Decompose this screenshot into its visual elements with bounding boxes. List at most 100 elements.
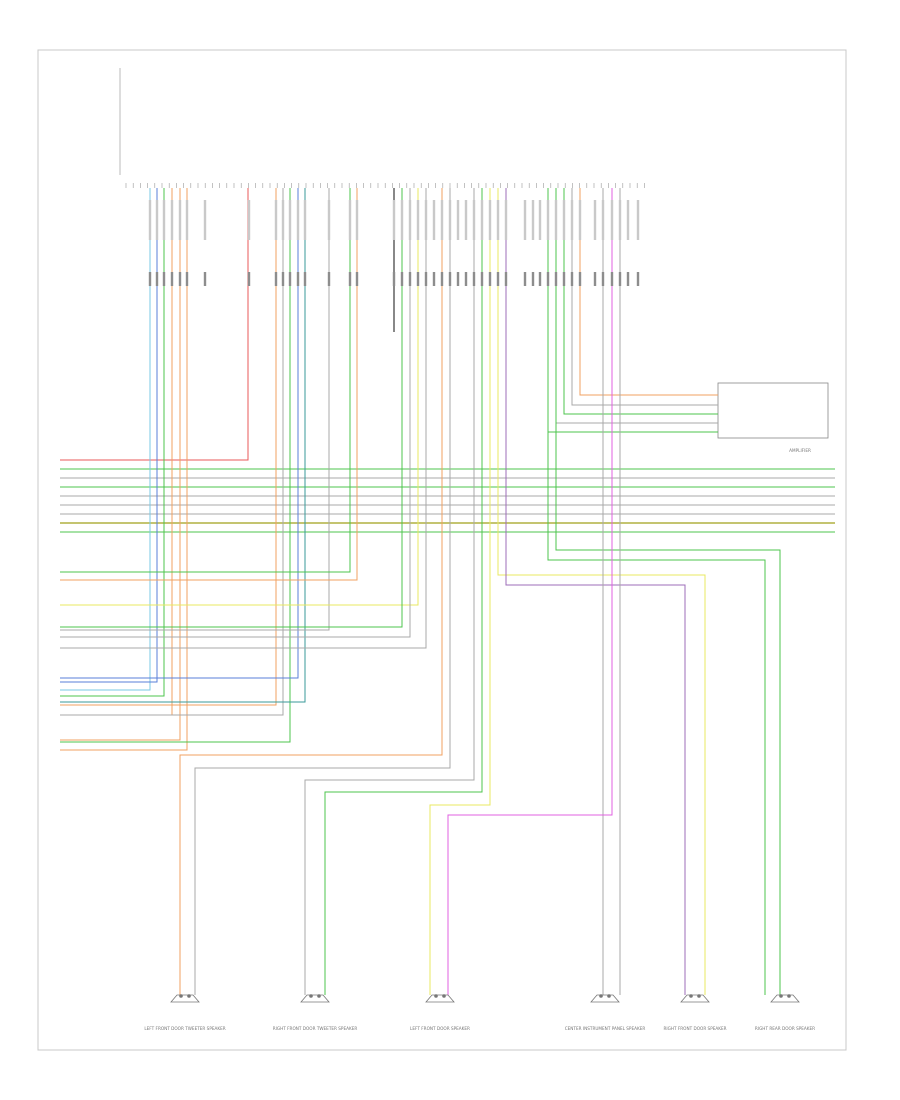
speaker-icon <box>680 994 710 1003</box>
wire-id-label <box>408 272 412 286</box>
wire-id-label <box>392 272 396 286</box>
wire-id-label <box>424 200 428 240</box>
wire-amp <box>563 188 718 415</box>
wire-id-label <box>408 200 412 240</box>
wire-left-drop <box>60 188 173 716</box>
wire-id-label <box>416 200 420 240</box>
wire-mid-drop <box>60 188 284 716</box>
wire-rr-spk <box>555 188 781 995</box>
wire-id-label <box>601 200 605 240</box>
wire-id-label <box>472 272 476 286</box>
wire-id-label <box>554 200 558 240</box>
wire-id-label <box>496 272 500 286</box>
wire-rf-spk <box>497 188 706 995</box>
speaker-terminal <box>697 994 701 998</box>
speaker: RIGHT REAR DOOR SPEAKER <box>755 994 815 1031</box>
speaker-caption: RIGHT FRONT DOOR TWEETER SPEAKER <box>273 1026 358 1031</box>
wire-id-label <box>170 272 174 286</box>
speaker-icon <box>590 994 620 1003</box>
wire-id-label <box>464 272 468 286</box>
wire-id-label <box>496 200 500 240</box>
wire-id-label <box>247 272 251 286</box>
wire-id-label <box>538 200 542 240</box>
speaker-caption: RIGHT FRONT DOOR SPEAKER <box>663 1026 726 1031</box>
wire-id-label <box>355 200 359 240</box>
wire-id-label <box>327 272 331 286</box>
wire-id-label <box>162 200 166 240</box>
speaker-caption: LEFT FRONT DOOR TWEETER SPEAKER <box>144 1026 225 1031</box>
wire-lf-spk <box>447 188 613 995</box>
wire-id-label <box>480 200 484 240</box>
wire-id-label <box>296 200 300 240</box>
wire-id-label <box>148 272 152 286</box>
wire-id-label <box>601 272 605 286</box>
wire-id-label <box>400 272 404 286</box>
wire-id-label <box>162 272 166 286</box>
wire-id-label <box>355 272 359 286</box>
wire-yellow <box>60 188 419 606</box>
wire-id-label <box>593 200 597 240</box>
speaker-terminal <box>317 994 321 998</box>
wire-lf-tw <box>194 188 451 995</box>
wire-id-label <box>610 200 614 240</box>
wire-id-label <box>448 272 452 286</box>
wire-green <box>60 188 403 628</box>
wire-id-label <box>440 200 444 240</box>
wire-id-label <box>456 200 460 240</box>
wire-id-label <box>281 272 285 286</box>
wire-left-drop <box>60 188 158 683</box>
wire-id-label <box>400 200 404 240</box>
wire-id-label <box>531 272 535 286</box>
wire-id-label <box>178 272 182 286</box>
wire-id-label <box>148 200 152 240</box>
wire-id-label <box>155 200 159 240</box>
speaker: RIGHT FRONT DOOR SPEAKER <box>663 994 727 1031</box>
amplifier-box <box>717 382 829 439</box>
wire-id-label <box>618 272 622 286</box>
wire-id-label <box>203 272 207 286</box>
wire-id-label <box>554 272 558 286</box>
wire-id-label <box>626 200 630 240</box>
wire-amp <box>579 188 718 396</box>
speaker: LEFT FRONT DOOR SPEAKER <box>410 994 470 1031</box>
wire-lf-tw <box>179 188 443 995</box>
amplifier-caption: AMPLIFIER <box>789 448 811 453</box>
wire-rf-tw <box>304 188 475 995</box>
wire-id-label <box>626 272 630 286</box>
wire-mid-drop <box>60 188 291 743</box>
wire-id-label <box>170 200 174 240</box>
speaker-terminal <box>187 994 191 998</box>
connector-pin-group <box>125 183 645 286</box>
speaker: LEFT FRONT DOOR TWEETER SPEAKER <box>144 994 226 1031</box>
wire-id-label <box>504 272 508 286</box>
wire-id-label <box>432 272 436 286</box>
wire-id-label <box>570 200 574 240</box>
wire-id-label <box>274 272 278 286</box>
speaker: RIGHT FRONT DOOR TWEETER SPEAKER <box>273 994 358 1031</box>
wire-id-label <box>546 272 550 286</box>
speaker-caption: LEFT FRONT DOOR SPEAKER <box>410 1026 470 1031</box>
wire-id-label <box>464 200 468 240</box>
wire-id-label <box>448 200 452 240</box>
wire-id-label <box>327 200 331 240</box>
wire-id-label <box>247 200 251 240</box>
wire-id-label <box>523 272 527 286</box>
wire-mid-drop <box>60 188 306 703</box>
speaker-caption: RIGHT REAR DOOR SPEAKER <box>755 1026 815 1031</box>
wire-left-drop <box>60 188 181 741</box>
wire-red <box>60 188 249 461</box>
wire-left-drop <box>60 188 188 751</box>
wire-id-label <box>636 272 640 286</box>
speaker-terminal <box>309 994 313 998</box>
wire-id-label <box>610 272 614 286</box>
speaker-terminal <box>607 994 611 998</box>
wire-id-label <box>593 272 597 286</box>
wire-id-label <box>488 272 492 286</box>
wire-id-label <box>296 272 300 286</box>
amplifier <box>717 382 829 439</box>
speaker-group: LEFT FRONT DOOR TWEETER SPEAKER RIGHT FRO… <box>144 448 815 1031</box>
wire-group <box>60 188 835 995</box>
wire-rf-spk <box>505 188 686 995</box>
wire-id-label <box>185 272 189 286</box>
